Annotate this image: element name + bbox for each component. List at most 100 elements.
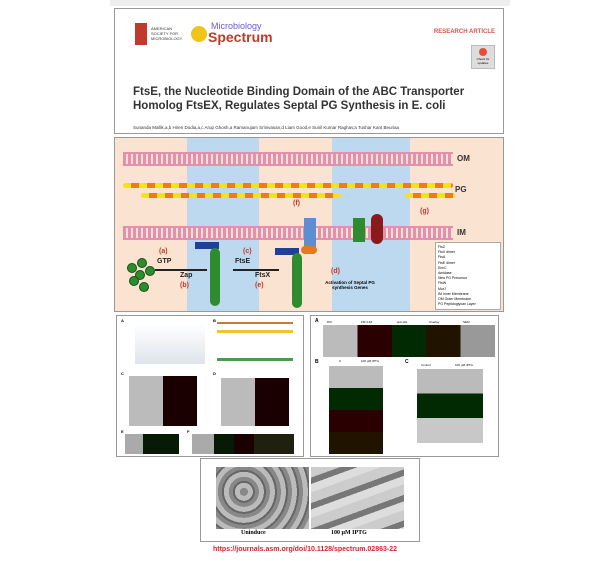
asm-name: AMERICAN SOCIETY FOR MICROBIOLOGY (151, 26, 183, 41)
step-g: (g) (420, 208, 429, 215)
legend-item: FtsE dimer (438, 260, 455, 265)
pg-layer (405, 193, 455, 198)
ftse-dimer-icon (301, 246, 317, 254)
inner-membrane (123, 226, 453, 240)
ftsz-icon (135, 270, 145, 280)
pg-layer (123, 183, 453, 188)
panel-label: C (121, 371, 124, 376)
ftsz-filament (210, 248, 220, 306)
panel-label: E (121, 429, 124, 434)
zap-label: Zap (180, 272, 193, 279)
column-header: SEM (463, 320, 470, 324)
legend-item: IM Inner Membrane (438, 291, 469, 296)
micrograph-dic (221, 378, 255, 426)
em-figure: Uninduce 100 µM IPTG (200, 458, 420, 542)
ftsz-icon (127, 263, 137, 273)
micrograph (143, 434, 179, 454)
update-icon (479, 48, 487, 56)
arrow (233, 269, 279, 271)
activation-label: Activation of Septal PG synthesis Genes (325, 280, 375, 290)
mechanism-diagram: OM PG IM (a) GTP Zap (b) (c) FtsE FtsX (… (114, 137, 504, 312)
legend-item: Amidase (438, 271, 452, 276)
panel-label: B (315, 359, 319, 365)
micrograph-fm (255, 378, 289, 426)
legend-item: FtsA (438, 255, 446, 260)
column-header: Overlay (429, 320, 440, 324)
panel-label: A (121, 318, 124, 323)
ftsx-label: FtsX (255, 272, 271, 279)
check-updates-label: Check for updates (476, 57, 490, 65)
column-header: Control (421, 363, 431, 367)
micrograph-row (323, 325, 495, 357)
step-b: (b) (180, 282, 189, 289)
schematic-image (217, 322, 293, 362)
step-f: (f) (293, 200, 300, 207)
ftsw-icon (353, 218, 365, 242)
legend-item: FtsW (438, 281, 447, 286)
column-header: 100 µM IPTG (361, 359, 379, 363)
right-figure-panel: A DIC FM 4-64 anti-His Overlay SEM B 0 1… (310, 315, 499, 457)
em-caption-left: Uninduce (241, 530, 266, 536)
em-caption-right: 100 µM IPTG (331, 530, 367, 536)
panel-label: C (405, 359, 409, 365)
gtp-label: GTP (157, 258, 172, 265)
check-updates-button[interactable]: Check for updates (471, 45, 495, 69)
paper-title: FtsE, the Nucleotide Binding Domain of t… (133, 86, 465, 112)
left-figure-panel: A B C D E F (116, 315, 304, 457)
doi-link[interactable]: https://journals.asm.org/doi/10.1128/spe… (212, 546, 398, 553)
ftsa-icon (195, 242, 219, 249)
journal-name: Spectrum (208, 29, 273, 45)
legend-item: PG Peptidoglycan Layer (438, 302, 476, 307)
micrograph (192, 434, 214, 454)
micrograph (214, 434, 294, 454)
spectrum-logo-icon (191, 26, 207, 42)
highlight-band (187, 138, 259, 311)
murj-icon (371, 214, 383, 244)
legend: FtsZ FtsX dimer FtsA FtsE dimer EnvC Ami… (435, 242, 501, 310)
om-label: OM (457, 154, 470, 163)
panel-label: A (315, 318, 319, 324)
micrograph (125, 434, 143, 454)
asm-logo (135, 23, 147, 45)
ftsa-icon (275, 248, 299, 255)
ftsz-icon (137, 258, 147, 268)
legend-item: OM Outer Membrane (438, 297, 472, 302)
column-header: DIC (327, 320, 333, 324)
pg-layer (141, 193, 341, 198)
pg-label: PG (455, 185, 467, 194)
ftsz-filament (292, 253, 302, 308)
em-image-uninduced (216, 467, 309, 529)
step-c: (c) (243, 248, 252, 255)
im-label: IM (457, 228, 466, 237)
ftsx-dimer-icon (304, 218, 316, 248)
column-header: FM 4-64 (361, 320, 373, 324)
ftsz-icon (139, 282, 149, 292)
schematic-image (135, 324, 205, 364)
paper-header: AMERICAN SOCIETY FOR MICROBIOLOGY Microb… (114, 8, 504, 134)
legend-item: FtsX dimer (438, 250, 455, 255)
ftse-label: FtsE (235, 258, 251, 265)
article-type: RESEARCH ARTICLE (433, 29, 495, 35)
legend-item: New PG Precursor (438, 276, 468, 281)
authors: Sunanda Mallik,a,b Hiren Dodia,a,c Arup … (133, 125, 400, 130)
outer-membrane (123, 152, 453, 166)
journal-top: Microbiology (211, 21, 262, 31)
legend-item: EnvC (438, 265, 447, 270)
top-bar (110, 0, 510, 6)
legend-item: MurJ (438, 286, 446, 291)
ftsz-icon (129, 276, 139, 286)
panel-label: D (213, 371, 216, 376)
step-a: (a) (159, 248, 168, 255)
column-header: 0 (339, 359, 341, 363)
step-d: (d) (331, 268, 340, 275)
micrograph-grid (329, 366, 383, 454)
legend-item: FtsZ (438, 245, 445, 249)
step-e: (e) (255, 282, 264, 289)
micrograph-dic (129, 376, 163, 426)
micrograph-grid (417, 369, 483, 443)
ftsz-icon (145, 266, 155, 276)
micrograph-fm (163, 376, 197, 426)
panel-label: B (213, 318, 216, 323)
em-image-iptg (311, 467, 404, 529)
column-header: 100 µM IPTG (455, 363, 473, 367)
